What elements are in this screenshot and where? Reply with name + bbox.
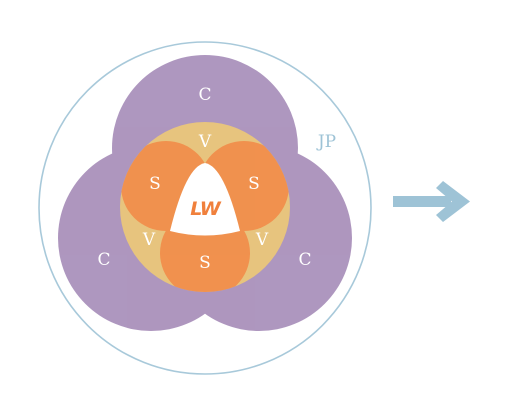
- label-c-right: C: [298, 250, 311, 270]
- label-c-top: C: [198, 85, 211, 105]
- label-s-left: S: [149, 174, 161, 194]
- label-s-right: S: [248, 174, 260, 194]
- label-c-left: C: [97, 250, 110, 270]
- label-s-bottom: S: [199, 253, 211, 273]
- label-v-left: V: [142, 230, 156, 250]
- right-arrow-icon: [393, 181, 470, 222]
- label-jp: JP: [316, 132, 336, 152]
- center-logo: LW: [190, 198, 221, 220]
- label-v-right: V: [255, 230, 269, 250]
- outer-ring: [38, 41, 372, 375]
- logo-letters: LW: [190, 198, 221, 220]
- label-v-top: V: [198, 132, 212, 152]
- center-white-region: [170, 163, 240, 236]
